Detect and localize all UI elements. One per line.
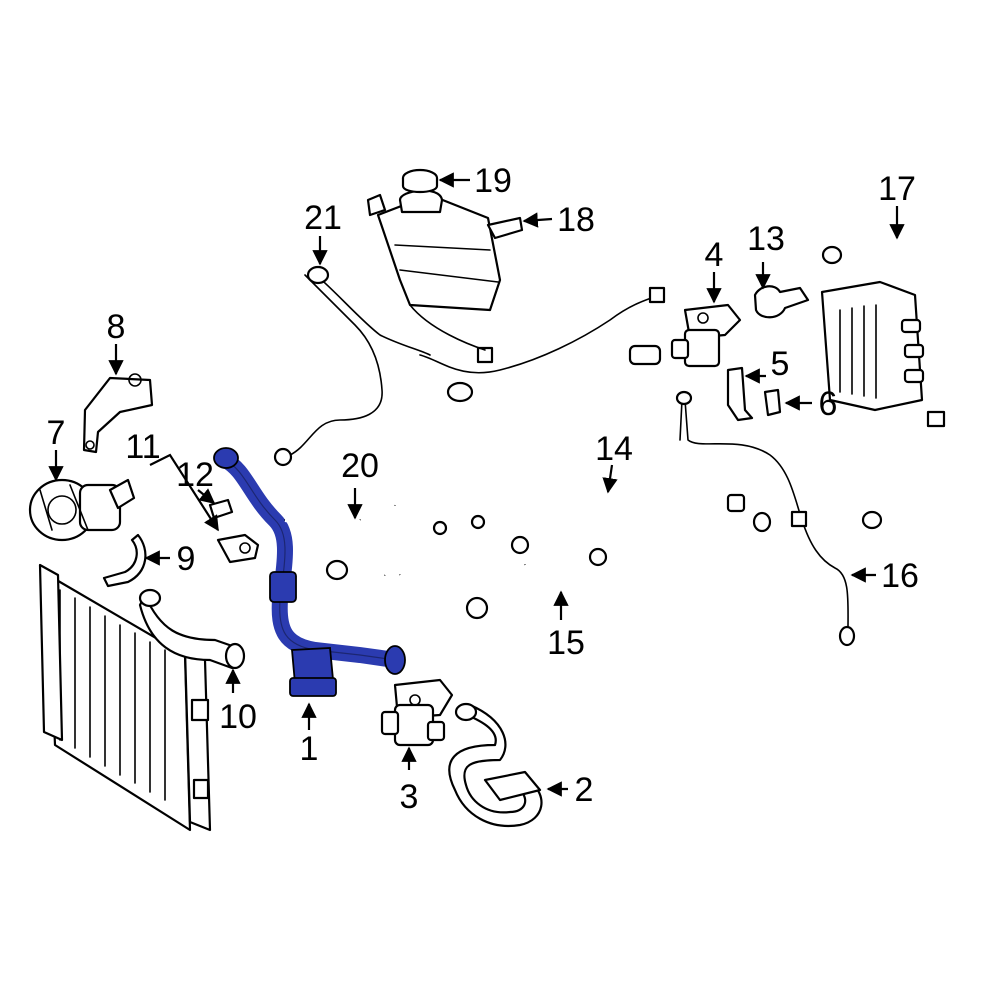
heat-exchanger (820, 280, 925, 412)
callout-14: 14 (595, 430, 633, 494)
callout-12: 12 (176, 456, 216, 504)
mounting-bracket (82, 373, 154, 454)
callout-label: 1 (300, 730, 319, 768)
callout-label: 17 (878, 170, 916, 208)
upper-coolant-hose-highlighted (213, 447, 406, 697)
tank-outlet-line (419, 286, 666, 374)
callout-label: 7 (47, 414, 66, 452)
callout-label: 13 (747, 220, 785, 258)
auxiliary-water-pump (28, 478, 136, 542)
radiator (38, 563, 212, 832)
callout-3: 3 (400, 746, 419, 816)
callout-2: 2 (546, 771, 594, 809)
callout-label: 5 (771, 345, 790, 383)
callout-20: 20 (341, 447, 379, 520)
callout-label: 4 (705, 236, 724, 274)
callout-label: 2 (575, 771, 594, 809)
callout-label: 14 (595, 430, 633, 468)
callout-9: 9 (144, 540, 196, 578)
callout-label: 9 (177, 540, 196, 578)
radiator-hose (138, 588, 246, 670)
callout-1: 1 (300, 702, 319, 768)
callout-18: 18 (522, 201, 595, 239)
callout-15: 15 (547, 590, 585, 662)
callout-label: 12 (176, 456, 214, 494)
callout-6: 6 (784, 385, 838, 423)
callout-19: 19 (438, 162, 512, 200)
expansion-tank (366, 189, 524, 364)
vent-hose (273, 265, 431, 467)
heat-exchanger-hose (821, 243, 953, 530)
callout-7: 7 (47, 414, 66, 482)
callout-4: 4 (705, 236, 724, 304)
callout-label: 20 (341, 447, 379, 485)
changeover-valve (670, 303, 742, 368)
coolant-line-16 (675, 390, 856, 647)
coolant-hose-lower (448, 702, 543, 828)
callout-13: 13 (747, 220, 785, 290)
callout-10: 10 (219, 668, 257, 736)
callout-label: 3 (400, 778, 419, 816)
coolant-hose-assembly (284, 344, 662, 581)
callout-21: 21 (304, 199, 342, 266)
heater-hose-small (753, 285, 810, 319)
coolant-hose-15 (398, 535, 608, 620)
callout-17: 17 (878, 170, 916, 240)
callout-11: 11 (125, 428, 219, 532)
callout-label: 11 (125, 428, 160, 466)
callout-label: 8 (107, 308, 126, 346)
callout-label: 19 (474, 162, 512, 200)
small-brackets (726, 366, 782, 422)
callout-16: 16 (850, 557, 919, 595)
callout-5: 5 (744, 345, 790, 384)
callout-label: 21 (304, 199, 342, 237)
coolant-valve (380, 678, 454, 747)
callout-label: 15 (547, 624, 585, 662)
coolant-hose-14 (383, 471, 772, 577)
callout-label: 18 (557, 201, 595, 239)
callout-label: 10 (219, 698, 257, 736)
expansion-tank-cap (401, 168, 439, 194)
hose-connectors (208, 498, 260, 564)
callout-8: 8 (107, 308, 126, 376)
callout-label: 16 (881, 557, 919, 595)
hose-clamp (102, 533, 147, 588)
callout-label: 6 (819, 385, 838, 423)
